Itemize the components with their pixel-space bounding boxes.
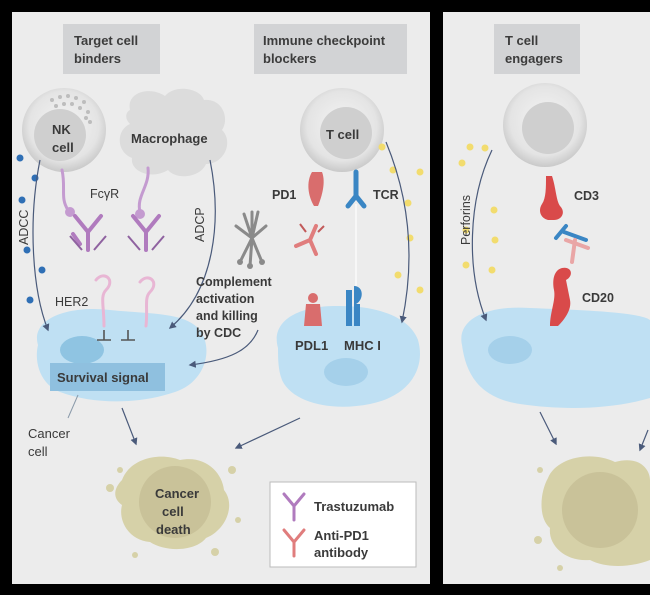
- header-immune-checkpoint-blockers: Immune checkpoint blockers: [254, 24, 407, 74]
- cd3-label: CD3: [574, 189, 599, 203]
- legend-trastuzumab-label: Trastuzumab: [314, 499, 394, 514]
- cancer-cell-middle-nucleus: [324, 358, 368, 386]
- cancer-cell-death-line2: cell: [162, 504, 184, 519]
- perforins-label: Perforins: [459, 195, 473, 245]
- her2-receptors: [94, 274, 156, 328]
- cancer-cell-right: [461, 307, 650, 408]
- her2-label: HER2: [55, 295, 88, 309]
- header-target-line2: binders: [74, 51, 121, 66]
- cancer-cell-label-line2: cell: [28, 444, 48, 459]
- nk-label-line1: NK: [52, 122, 71, 137]
- t-cell-label: T cell: [326, 127, 359, 142]
- complement-line3: and killing: [196, 309, 258, 323]
- cd20-label: CD20: [582, 291, 614, 305]
- cancer-cell-pointer: [67, 394, 79, 419]
- adcp-label: ADCP: [193, 207, 207, 242]
- complement-line1: Complement: [196, 275, 273, 289]
- legend-anti-pd1-line1: Anti-PD1: [314, 528, 369, 543]
- cancer-cell-label-line1: Cancer: [28, 426, 71, 441]
- complement-line4: by CDC: [196, 326, 241, 340]
- cd20-receptor: [550, 267, 571, 326]
- survival-signal-box: Survival signal: [50, 363, 165, 391]
- mhc-i: [346, 286, 362, 326]
- header-checkpoint-line2: blockers: [263, 51, 316, 66]
- nk-label-line2: cell: [52, 140, 74, 155]
- legend-anti-pd1-icon: [282, 528, 306, 558]
- legend-anti-pd1-line2: antibody: [314, 545, 369, 560]
- anti-pd1-antibody: [294, 224, 318, 256]
- t-cell-right: [503, 83, 587, 167]
- legend: Trastuzumab Anti-PD1 antibody: [269, 481, 417, 568]
- fcyr-label: FcγR: [90, 187, 119, 201]
- t-cell-middle: T cell: [300, 88, 384, 172]
- cd3-receptor: [540, 176, 563, 220]
- survival-signal-label: Survival signal: [57, 370, 149, 385]
- fcyr-head-left: [65, 207, 75, 217]
- pdl1-label: PDL1: [295, 338, 328, 353]
- cancer-cell-left-nucleus: [60, 336, 104, 364]
- pd1-label: PD1: [272, 188, 296, 202]
- tcr-receptor: [345, 169, 367, 209]
- cancer-cell-right-nucleus: [488, 336, 532, 364]
- header-checkpoint-line1: Immune checkpoint: [263, 33, 386, 48]
- dead-cell-left: Cancer cell death: [106, 456, 241, 558]
- cancer-cell-middle: [276, 305, 420, 407]
- header-engagers-line1: T cell: [505, 33, 538, 48]
- pd1-receptor: [308, 172, 324, 206]
- her2-inhibition-bars: [97, 330, 135, 341]
- complement-protein: [234, 210, 268, 268]
- fcyr-receptors: [60, 166, 150, 214]
- dead-cell-right: [534, 456, 650, 571]
- fcyr-head-right: [135, 209, 145, 219]
- trastuzumab-antibody-right: [131, 214, 161, 252]
- nk-cell: NK cell: [22, 88, 106, 172]
- cancer-cell-death-line3: death: [156, 522, 191, 537]
- complement-line2: activation: [196, 292, 254, 306]
- perforin-dots-middle: [378, 143, 424, 294]
- header-t-cell-engagers: T cell engagers: [494, 24, 580, 74]
- trastuzumab-antibody-left: [71, 214, 103, 252]
- bispecific-antibody: [554, 224, 590, 264]
- header-target-line1: Target cell: [74, 33, 138, 48]
- mhc-label: MHC I: [344, 338, 381, 353]
- cancer-cell-death-line1: Cancer: [155, 486, 199, 501]
- macrophage: Macrophage: [119, 88, 228, 177]
- legend-trastuzumab-icon: [282, 492, 306, 522]
- macrophage-label: Macrophage: [131, 131, 208, 146]
- header-target-cell-binders: Target cell binders: [63, 24, 160, 74]
- tcr-label: TCR: [373, 188, 399, 202]
- pdl1-ligand: [304, 293, 322, 326]
- header-engagers-line2: engagers: [505, 51, 563, 66]
- perforin-dots-right: [458, 143, 499, 274]
- adcc-label: ADCC: [17, 210, 31, 245]
- arrows: [32, 141, 649, 452]
